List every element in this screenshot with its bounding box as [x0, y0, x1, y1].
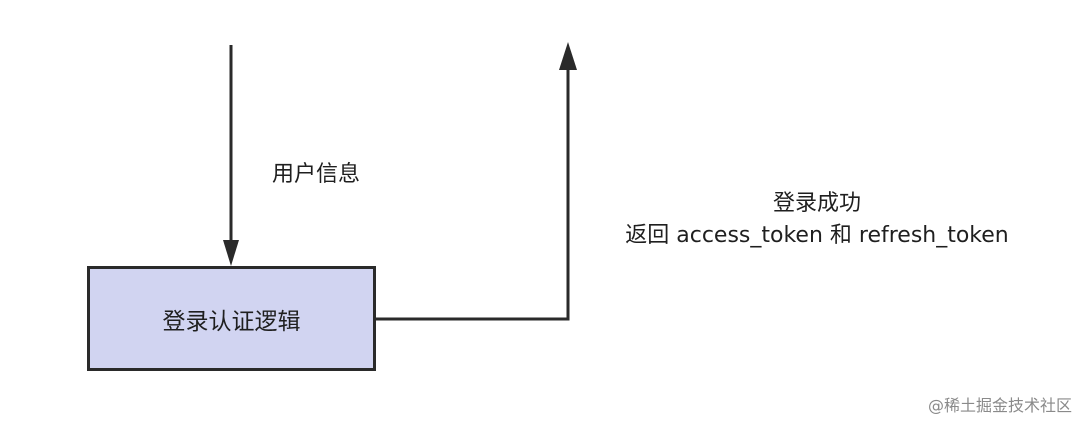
input-arrow-head [223, 240, 239, 266]
input-label: 用户信息 [272, 162, 361, 187]
output-label: 登录成功 返回 access_token 和 refresh_token [605, 188, 1029, 252]
output-arrow-line [376, 66, 570, 321]
output-arrow-head [559, 42, 577, 70]
watermark: @稀土掘金技术社区 [927, 396, 1072, 415]
output-label-line1: 登录成功 [772, 191, 861, 216]
output-label-line2: 返回 access_token 和 refresh_token [625, 223, 1009, 248]
process-box-label: 登录认证逻辑 [162, 308, 301, 335]
process-box: 登录认证逻辑 [87, 266, 376, 371]
